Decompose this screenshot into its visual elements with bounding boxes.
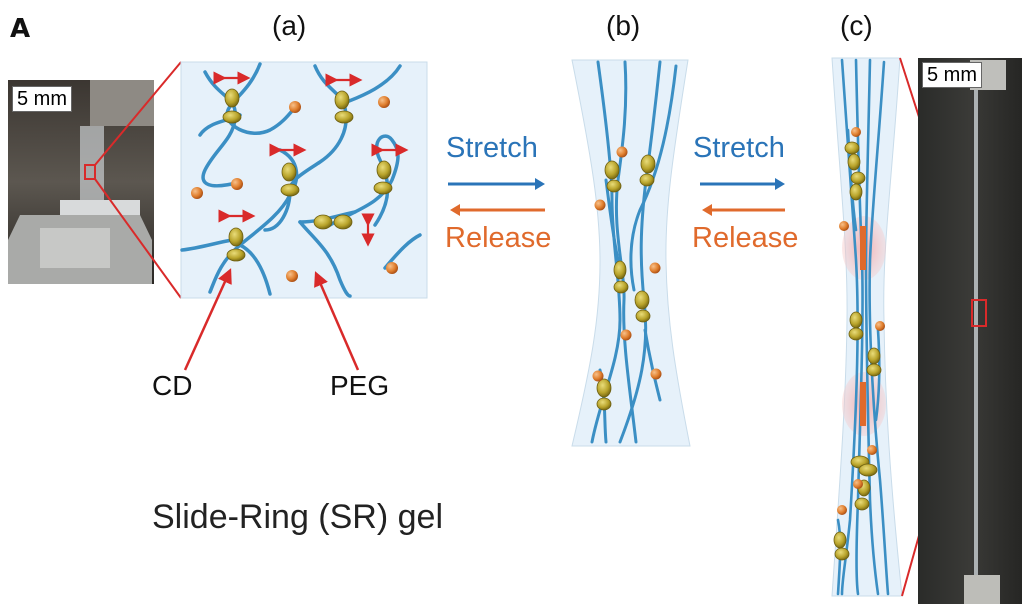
stretch-arrowhead-1 — [535, 178, 545, 190]
panel-c-highly-stretched — [831, 57, 903, 597]
stretch-label-2: Stretch — [693, 132, 785, 164]
release-label-2: Release — [692, 222, 799, 254]
scale-bar-left: 5 mm — [12, 86, 72, 112]
release-arrowhead-1 — [450, 204, 460, 216]
scale-bar-right: 5 mm — [922, 62, 982, 88]
zoom-line-top-left — [94, 61, 182, 166]
panel-b-stretched — [571, 59, 691, 447]
stretch-arrowhead-2 — [775, 178, 785, 190]
panel-label-b: (b) — [606, 10, 641, 41]
release-label-1: Release — [445, 222, 552, 254]
cd-pointer — [183, 268, 232, 371]
panel-label-c: (c) — [840, 10, 873, 41]
photo-right-stretched-specimen — [918, 58, 1022, 604]
peg-label: PEG — [330, 370, 390, 401]
peg-pointer — [314, 271, 360, 371]
panel-label-a: (a) — [272, 10, 307, 41]
stretch-label-1: Stretch — [446, 132, 538, 164]
cd-label: CD — [152, 370, 193, 401]
panel-a-network — [180, 61, 428, 299]
release-arrowhead-2 — [702, 204, 712, 216]
panel-letter: A — [10, 14, 31, 44]
photo-left-tensile-grip — [8, 80, 154, 284]
zoom-line-bottom-left — [94, 178, 182, 299]
gel-title: Slide-Ring (SR) gel — [152, 498, 443, 536]
